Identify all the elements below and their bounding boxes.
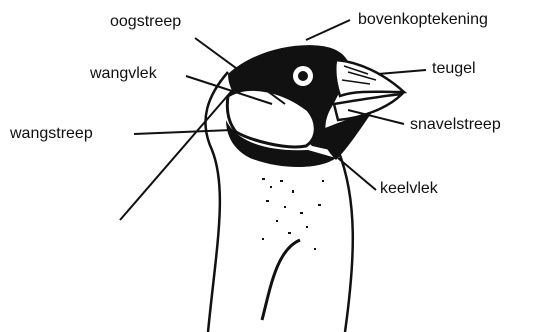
label-teugel: teugel [432,61,476,77]
label-keelvlek: keelvlek [380,181,438,197]
leader-keelvlek [338,158,376,190]
label-snavelstreep: snavelstreep [410,117,501,133]
leader-bovenkoptekening [306,20,350,40]
leader-teugel [378,70,426,74]
leader-wangstreep [134,130,232,134]
wing-feather [262,240,300,320]
label-bovenkoptekening: bovenkoptekening [358,12,488,28]
label-wangvlek: wangvlek [90,66,157,82]
label-wangstreep: wangstreep [10,126,93,142]
breast-speckles [262,178,324,250]
label-oogstreep: oogstreep [110,14,181,30]
nape-outline [205,72,228,332]
eye [298,71,308,81]
breast-outline [338,150,353,332]
long-diagonal-line [120,86,236,220]
